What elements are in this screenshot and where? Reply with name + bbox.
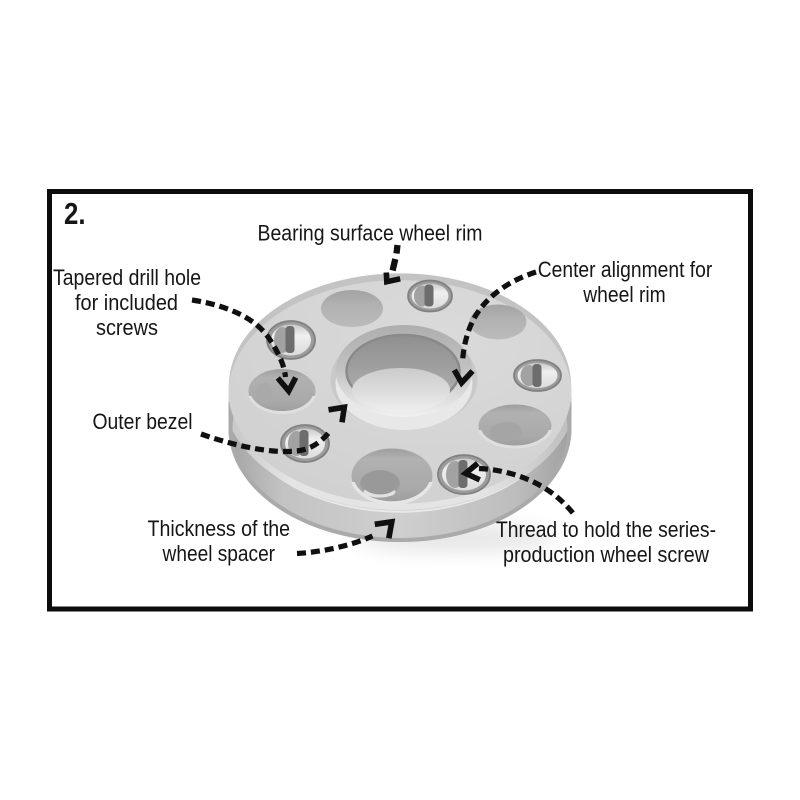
svg-text:wheel spacer: wheel spacer	[162, 541, 276, 566]
svg-text:Center alignment for: Center alignment for	[538, 257, 713, 282]
svg-text:Bearing surface wheel rim: Bearing surface wheel rim	[258, 221, 483, 246]
svg-text:wheel rim: wheel rim	[582, 282, 665, 307]
svg-text:2.: 2.	[64, 197, 86, 231]
svg-text:Thickness of the: Thickness of the	[148, 516, 291, 541]
svg-text:Outer bezel: Outer bezel	[93, 409, 193, 434]
svg-text:production wheel screw: production wheel screw	[503, 542, 710, 567]
svg-text:for included: for included	[75, 290, 178, 315]
svg-text:Thread to hold the series-: Thread to hold the series-	[496, 517, 716, 542]
svg-text:Tapered drill hole: Tapered drill hole	[53, 265, 201, 290]
svg-text:screws: screws	[96, 315, 158, 340]
